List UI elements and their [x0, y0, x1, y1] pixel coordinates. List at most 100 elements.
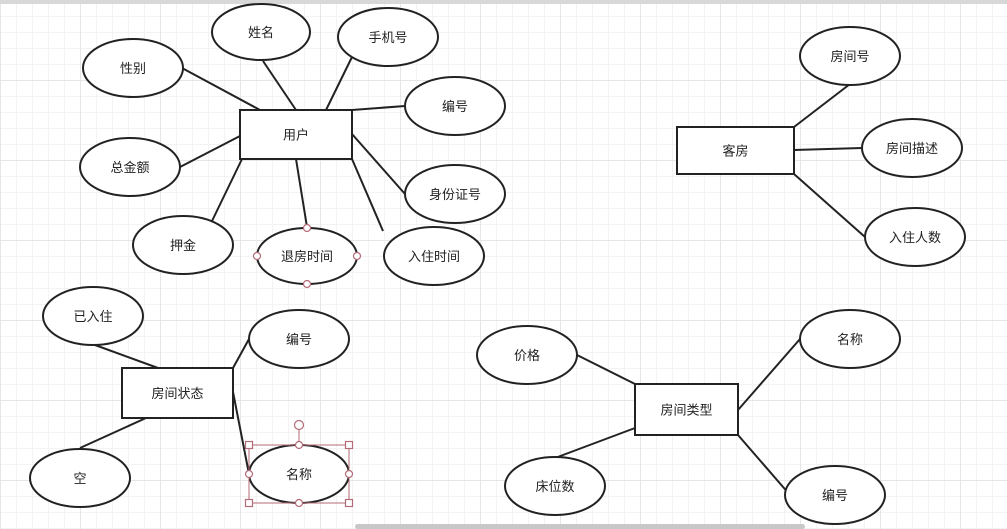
attribute-label: 名称: [837, 332, 863, 348]
attribute-ellipse[interactable]: [784, 465, 886, 525]
edge-handle[interactable]: [344, 469, 354, 479]
connector-line[interactable]: [181, 67, 261, 111]
connector-line[interactable]: [262, 60, 297, 111]
rotate-handle[interactable]: [293, 419, 305, 431]
attribute-label: 入住时间: [408, 250, 460, 265]
attribute-label: 身份证号: [429, 187, 481, 203]
attribute-type-name[interactable]: 名称: [799, 309, 901, 369]
attribute-user-checkin[interactable]: 入住时间: [383, 226, 485, 286]
attribute-label: 编号: [442, 100, 468, 115]
attribute-label: 编号: [286, 333, 312, 348]
connector-line[interactable]: [793, 147, 863, 151]
edge-handle[interactable]: [294, 440, 304, 450]
attribute-user-total[interactable]: 总金额: [79, 137, 181, 197]
attribute-label: 已入住: [73, 310, 112, 325]
attribute-ellipse[interactable]: [79, 137, 181, 197]
connector-line[interactable]: [211, 158, 243, 222]
attribute-ellipse[interactable]: [337, 7, 439, 67]
connector-line[interactable]: [737, 338, 801, 411]
attribute-label: 床位数: [535, 480, 574, 495]
selection-handles[interactable]: [244, 419, 354, 508]
attribute-ellipse[interactable]: [42, 286, 144, 346]
attribute-user-gender[interactable]: 性别: [82, 38, 184, 98]
connector-line[interactable]: [793, 173, 866, 238]
attribute-label: 总金额: [110, 160, 149, 176]
entity-room[interactable]: 客房: [676, 126, 795, 175]
attribute-ellipse[interactable]: [799, 26, 901, 86]
connector-line[interactable]: [79, 417, 147, 449]
attribute-room-people[interactable]: 入住人数: [864, 207, 966, 267]
attribute-ellipse[interactable]: [504, 456, 606, 516]
connector-line[interactable]: [232, 391, 250, 475]
attribute-ellipse[interactable]: [82, 38, 184, 98]
attribute-status-empty[interactable]: 空: [29, 448, 131, 508]
attribute-label: 性别: [120, 62, 146, 77]
attribute-user-name[interactable]: 姓名: [211, 3, 311, 61]
attribute-ellipse[interactable]: [864, 207, 966, 267]
entity-user[interactable]: 用户: [239, 109, 353, 160]
attribute-ellipse[interactable]: [404, 164, 506, 224]
attribute-type-beds[interactable]: 床位数: [504, 456, 606, 516]
entity-label: 房间状态: [151, 386, 203, 402]
entity-box[interactable]: [239, 109, 353, 160]
connector-line[interactable]: [325, 56, 353, 111]
attribute-type-id[interactable]: 编号: [784, 465, 886, 525]
connector-line[interactable]: [351, 158, 384, 232]
attribute-type-price[interactable]: 价格: [476, 325, 578, 385]
attribute-ellipse[interactable]: [404, 76, 506, 136]
connector-line[interactable]: [351, 133, 406, 195]
attribute-label: 编号: [822, 489, 848, 504]
entity-box[interactable]: [634, 383, 739, 436]
edge-handle[interactable]: [244, 469, 254, 479]
attribute-ellipse[interactable]: [248, 309, 350, 369]
connection-point[interactable]: [352, 251, 362, 261]
attribute-ellipse[interactable]: [29, 448, 131, 508]
resize-handle[interactable]: [344, 440, 354, 450]
attribute-ellipse[interactable]: [132, 215, 234, 275]
entity-box[interactable]: [676, 126, 795, 175]
resize-handle[interactable]: [244, 440, 254, 450]
attribute-label: 价格: [514, 348, 540, 364]
attribute-label: 房间号: [830, 49, 869, 65]
attribute-user-deposit[interactable]: 押金: [132, 215, 234, 275]
attribute-ellipse[interactable]: [383, 226, 485, 286]
connector-line[interactable]: [554, 427, 636, 459]
attribute-room-no[interactable]: 房间号: [799, 26, 901, 86]
connection-points[interactable]: [252, 223, 362, 289]
attribute-room-desc[interactable]: 房间描述: [861, 118, 963, 178]
attribute-label: 房间描述: [886, 141, 938, 157]
connector-line[interactable]: [351, 105, 406, 111]
connector-line[interactable]: [793, 83, 851, 128]
entity-room-type[interactable]: 房间类型: [634, 383, 739, 436]
connector-line[interactable]: [94, 344, 159, 369]
attribute-status-id[interactable]: 编号: [248, 309, 350, 369]
attribute-user-idcard[interactable]: 身份证号: [404, 164, 506, 224]
attribute-ellipse[interactable]: [799, 309, 901, 369]
attribute-user-checkout[interactable]: 退房时间: [256, 227, 358, 285]
resize-handle[interactable]: [244, 498, 254, 508]
connector-line[interactable]: [737, 434, 791, 496]
attribute-label: 名称: [286, 467, 312, 483]
attribute-user-id[interactable]: 编号: [404, 76, 506, 136]
attribute-user-phone[interactable]: 手机号: [337, 7, 439, 67]
edge-handle[interactable]: [294, 498, 304, 508]
attribute-status-occupied[interactable]: 已入住: [42, 286, 144, 346]
attribute-ellipse[interactable]: [476, 325, 578, 385]
connector-line[interactable]: [232, 338, 250, 369]
attribute-status-name[interactable]: 名称: [248, 444, 350, 504]
connection-point[interactable]: [252, 251, 262, 261]
horizontal-scrollbar[interactable]: [355, 524, 805, 529]
attribute-ellipse[interactable]: [211, 3, 311, 61]
top-toolbar-edge: [0, 0, 1007, 4]
connection-point[interactable]: [302, 223, 312, 233]
connection-point[interactable]: [302, 279, 312, 289]
entity-box[interactable]: [121, 367, 234, 419]
connector-line[interactable]: [295, 158, 308, 228]
connector-line[interactable]: [576, 354, 636, 385]
resize-handle[interactable]: [344, 498, 354, 508]
entity-room-status[interactable]: 房间状态: [121, 367, 234, 419]
attribute-ellipse[interactable]: [861, 118, 963, 178]
connector-line[interactable]: [179, 135, 241, 168]
